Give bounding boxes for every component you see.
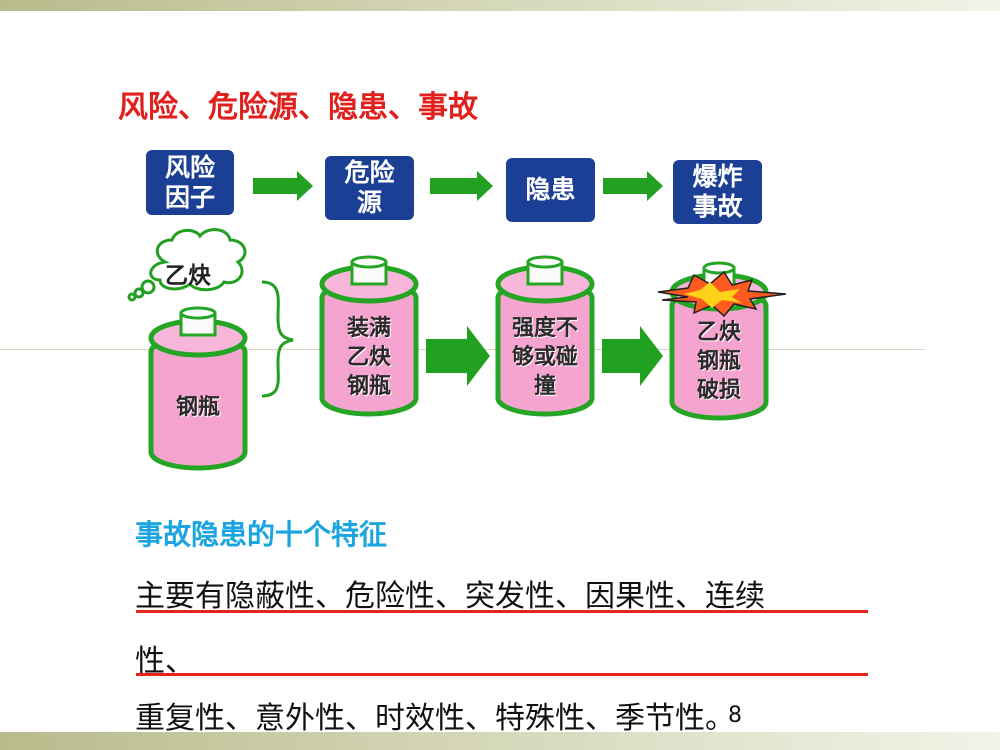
body-line-3: 重复性、意外性、时效性、特殊性、季节性。 xyxy=(135,701,735,736)
body-line-1: 主要有隐蔽性、危险性、突发性、因果性、连续 xyxy=(135,579,765,614)
underline-1 xyxy=(136,610,868,613)
process-arrow-2 xyxy=(602,326,663,386)
top-decor-band xyxy=(0,0,1000,11)
cylinder-1 xyxy=(148,306,248,471)
page-number: 8 xyxy=(728,703,742,728)
bottom-decor-band xyxy=(0,732,1000,750)
explosion-burst-icon xyxy=(657,270,787,318)
slide-title: 风险、危险源、隐患、事故 xyxy=(118,90,478,125)
underline-2 xyxy=(136,673,868,676)
flow-arrow-3 xyxy=(603,171,663,201)
cylinder-2 xyxy=(319,255,419,417)
cylinder-3 xyxy=(495,255,595,417)
process-arrow-1 xyxy=(426,326,490,386)
flow-arrow-2 xyxy=(430,171,493,201)
flow-box-hazard-source: 危险源 xyxy=(325,156,414,220)
curly-brace xyxy=(261,280,294,398)
cylinder-2-label: 装满 乙炔 钢瓶 xyxy=(346,316,391,399)
cylinder-4-label: 乙炔 钢瓶 破损 xyxy=(696,320,741,403)
flow-box-hidden-danger: 隐患 xyxy=(506,158,595,222)
cloud-label: 乙炔 xyxy=(165,263,211,289)
cylinder-1-label: 钢瓶 xyxy=(175,395,220,420)
flow-box-risk-factor: 风险因子 xyxy=(146,150,234,215)
flow-arrow-1 xyxy=(253,171,313,201)
cylinder-3-label: 强度不 够或碰 撞 xyxy=(511,316,578,399)
section-title: 事故隐患的十个特征 xyxy=(135,518,388,551)
flow-box-explosion-accident: 爆炸事故 xyxy=(673,160,762,224)
thought-cloud-icon xyxy=(127,228,247,302)
